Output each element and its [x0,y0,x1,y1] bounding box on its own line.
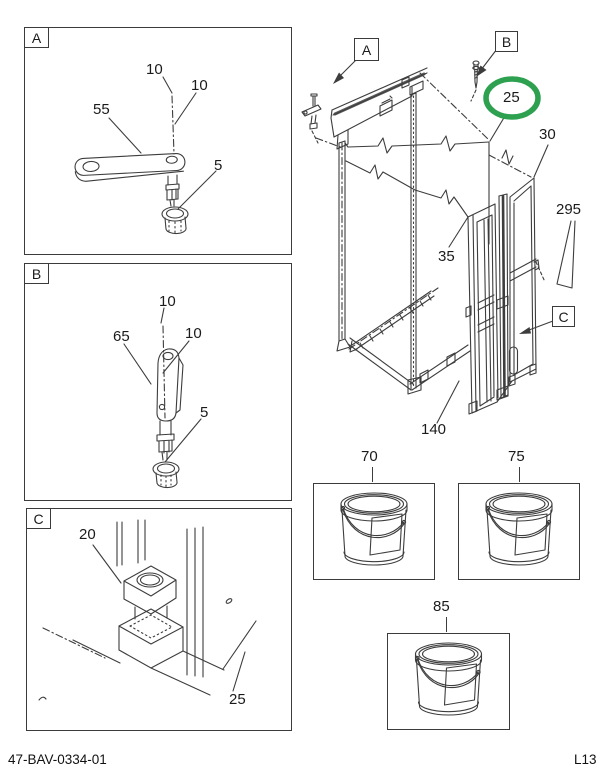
callout-65: 65 [113,328,130,345]
callout-10: 10 [191,77,208,94]
callout-25-highlighted: 25 [503,89,520,106]
ref-label-c: C [552,306,575,327]
paint-can-70 [314,484,434,579]
ref-label-a: A [354,38,379,61]
detail-c-label: C [33,510,44,527]
callout-10: 10 [159,293,176,310]
bushing-top [123,565,177,597]
callout-75: 75 [508,448,525,465]
highlight-circle-25 [483,76,541,120]
callout-5: 5 [214,157,223,174]
detail-view-b: B 10 65 10 5 [24,263,292,501]
detail-a-drawing [74,76,217,235]
callout-10: 10 [146,61,163,78]
detail-b-label-box: B [25,264,49,284]
callout-85: 85 [433,598,450,615]
can-box-85 [387,633,510,730]
main-assembly-drawing [301,48,576,424]
callout-20: 20 [79,526,96,543]
callout-25: 25 [229,691,246,708]
can-box-75 [458,483,580,580]
callout-35: 35 [438,248,455,265]
leader-tick-75 [519,467,520,482]
leader-tick-70 [372,467,373,482]
leader-tick-85 [446,617,447,632]
detail-view-c: C 20 25 [26,508,292,731]
callout-5: 5 [200,404,209,421]
detail-a-label-box: A [25,28,49,48]
paint-can-75 [459,484,579,579]
detail-a-label: A [31,29,42,46]
detail-view-a: A 10 10 55 5 [24,27,292,255]
callout-140: 140 [421,421,447,438]
ref-label-c-text: C [558,308,569,325]
callout-295: 295 [556,201,582,218]
lever-arm [74,152,186,182]
detail-b-drawing [123,307,202,489]
detail-c-drawing [38,519,257,701]
detail-b-label: B [31,265,42,282]
page-code: L13 [574,752,597,767]
drawing-number: 47-BAV-0334-01 [8,752,107,767]
detail-c-label-box: C [27,509,51,529]
callout-10: 10 [185,325,202,342]
callout-30: 30 [539,126,556,143]
ref-label-b-text: B [501,33,512,50]
ref-label-b: B [495,31,518,52]
callout-55: 55 [93,101,110,118]
can-box-70 [313,483,435,580]
ref-label-a-text: A [361,41,372,58]
paint-can-85 [388,634,509,729]
callout-70: 70 [361,448,378,465]
